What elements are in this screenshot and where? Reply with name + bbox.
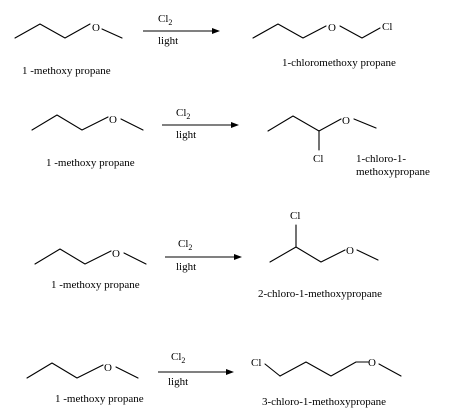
product-4-oxygen-label: O: [368, 357, 376, 369]
product-4-chloro-bond: [264, 363, 281, 377]
product-4-chlorine-label: Cl: [251, 357, 261, 369]
reaction-2: O Cl2 light O Cl 1 -methoxy propane 1-ch…: [31, 107, 430, 178]
reactant-1-oxygen-label: O: [92, 22, 100, 34]
product-2-oxygen-label: O: [342, 115, 350, 127]
product-4-structure: Cl O: [251, 357, 402, 377]
reactant-2-oxygen-label: O: [109, 114, 117, 126]
reactant-2-structure: O: [31, 114, 144, 131]
product-1-chlorine-label: Cl: [382, 21, 392, 33]
reaction-3: O Cl2 light O Cl 1 -methoxy propane 2-ch…: [34, 210, 382, 300]
product-3-structure: O Cl: [269, 210, 379, 263]
product-1-name: 1-chloromethoxy propane: [282, 57, 396, 69]
reaction-4-reagent: Cl2: [171, 351, 185, 365]
reaction-2-condition: light: [176, 129, 196, 141]
reactant-4-structure: O: [26, 362, 139, 379]
reaction-3-reagent: Cl2: [178, 238, 192, 252]
reactant-4-ether-bond: [115, 366, 139, 379]
reactant-4-bonds: [26, 362, 104, 379]
product-3-bonds: [269, 246, 346, 263]
product-3-name: 2-chloro-1-methoxypropane: [258, 288, 382, 300]
reactant-2-name: 1 -methoxy propane: [46, 157, 135, 169]
product-2-ether-bond: [353, 118, 377, 129]
reactant-3-bonds: [34, 248, 112, 265]
reaction-3-arrow: Cl2 light: [165, 238, 242, 273]
product-2-structure: O Cl: [267, 115, 377, 165]
reactant-1-bonds: [14, 23, 91, 39]
reaction-1-arrow-head: [212, 28, 220, 34]
reactant-3-name: 1 -methoxy propane: [51, 279, 140, 291]
product-3-chlorine-label: Cl: [290, 210, 300, 222]
reaction-3-condition: light: [176, 261, 196, 273]
reactant-2-bonds: [31, 114, 109, 131]
product-1-ether-bonds: [339, 25, 381, 39]
product-1-bonds: [252, 23, 327, 39]
reactant-3-structure: O: [34, 248, 147, 265]
product-2-name-line-1: 1-chloro-1-: [356, 153, 406, 165]
reaction-4-condition: light: [168, 376, 188, 388]
reaction-2-arrow-head: [231, 122, 239, 128]
reaction-1-reagent: Cl2: [158, 13, 172, 27]
reaction-4-arrow-head: [226, 369, 234, 375]
reaction-4: O Cl2 light Cl O 1 -methoxy propane 3-ch…: [26, 351, 402, 408]
reaction-1-condition: light: [158, 35, 178, 47]
product-4-ether-bond: [378, 363, 402, 377]
product-2-bonds: [267, 115, 342, 132]
reaction-3-arrow-head: [234, 254, 242, 260]
reactant-1-ether-bond: [101, 28, 123, 39]
product-3-oxygen-label: O: [346, 245, 354, 257]
reaction-2-reagent: Cl2: [176, 107, 190, 121]
reactant-2-ether-bond: [120, 118, 144, 131]
reaction-1: O Cl2 light O Cl 1 -methoxy propane 1-ch…: [14, 13, 396, 77]
product-3-ether-bond: [356, 249, 379, 261]
reactant-3-oxygen-label: O: [112, 248, 120, 260]
product-1-structure: O Cl: [252, 21, 392, 39]
reaction-2-arrow: Cl2 light: [162, 107, 239, 141]
reaction-1-arrow: Cl2 light: [143, 13, 220, 47]
product-2-name-line-2: methoxypropane: [356, 166, 430, 178]
reactant-1-structure: O: [14, 22, 123, 39]
reactant-1-name: 1 -methoxy propane: [22, 65, 111, 77]
reactant-4-name: 1 -methoxy propane: [55, 393, 144, 405]
product-1-oxygen-label: O: [328, 22, 336, 34]
product-4-name: 3-chloro-1-methoxypropane: [262, 396, 386, 408]
product-2-chlorine-label: Cl: [313, 153, 323, 165]
reaction-4-arrow: Cl2 light: [158, 351, 234, 388]
product-4-bonds: [279, 361, 369, 377]
reactant-4-oxygen-label: O: [104, 362, 112, 374]
reactant-3-ether-bond: [123, 252, 147, 265]
